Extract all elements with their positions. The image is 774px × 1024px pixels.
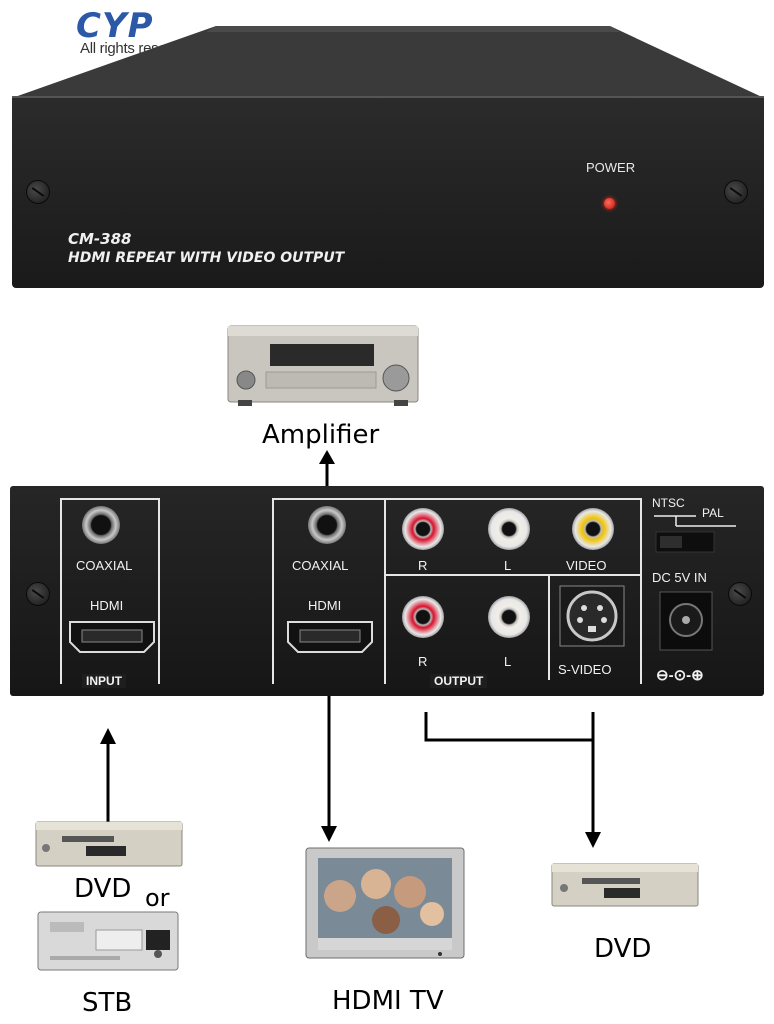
model-description: HDMI REPEAT WITH VIDEO OUTPUT bbox=[68, 250, 345, 266]
screw-icon bbox=[26, 582, 50, 606]
rca-l-top-label: L bbox=[504, 558, 512, 573]
screw-icon bbox=[724, 180, 748, 204]
output-section-label: OUTPUT bbox=[430, 674, 488, 688]
ntsc-label: NTSC bbox=[652, 496, 685, 510]
front-panel: POWER CM-388 HDMI REPEAT WITH VIDEO OUTP… bbox=[12, 98, 764, 288]
output-hdmi-port-icon bbox=[287, 621, 373, 653]
rca-r-bottom-label: R bbox=[418, 654, 428, 669]
input-coaxial-label: COAXIAL bbox=[76, 558, 133, 573]
output-divider bbox=[384, 574, 642, 576]
rca-video-label: VIDEO bbox=[566, 558, 607, 573]
dvd-output-label: DVD bbox=[594, 934, 652, 964]
dvd-output-icon bbox=[551, 863, 699, 907]
input-hdmi-port-icon bbox=[69, 621, 155, 653]
screw-icon bbox=[728, 582, 752, 606]
dvd-player-icon bbox=[35, 821, 183, 867]
output-hdmi-label: HDMI bbox=[308, 598, 342, 613]
front-panel-body bbox=[12, 26, 764, 99]
polarity-icon: ⊖-⊙-⊕ bbox=[656, 667, 704, 684]
dc-power-jack-icon bbox=[659, 591, 713, 651]
hdmi-tv-label: HDMI TV bbox=[332, 986, 444, 1016]
source-or-label: or bbox=[145, 884, 170, 912]
rca-r-top-label: R bbox=[418, 558, 428, 573]
output-coaxial-jack-icon bbox=[308, 506, 346, 544]
power-led-icon bbox=[604, 198, 615, 209]
power-label: POWER bbox=[586, 160, 636, 175]
rca-r-top-jack-icon bbox=[402, 508, 444, 550]
svideo-label: S-VIDEO bbox=[558, 662, 612, 677]
rca-l-bottom-jack-icon bbox=[488, 596, 530, 638]
svideo-divider bbox=[548, 576, 550, 680]
input-hdmi-label: HDMI bbox=[90, 598, 124, 613]
video-standard-switch[interactable] bbox=[646, 508, 746, 558]
model-name: CM-388 bbox=[68, 230, 132, 248]
svideo-port-icon bbox=[559, 585, 625, 647]
amplifier-icon bbox=[227, 325, 419, 406]
rear-panel: COAXIAL HDMI INPUT COAXIAL HDMI R L VIDE… bbox=[10, 486, 764, 696]
output-analog-section bbox=[384, 498, 642, 684]
output-hdmi-section bbox=[272, 498, 386, 684]
rca-r-bottom-jack-icon bbox=[402, 596, 444, 638]
rca-video-jack-icon bbox=[572, 508, 614, 550]
input-section bbox=[60, 498, 160, 684]
output-coaxial-label: COAXIAL bbox=[292, 558, 349, 573]
dc-in-label: DC 5V IN bbox=[652, 570, 707, 585]
source-stb-label: STB bbox=[82, 988, 133, 1018]
input-section-label: INPUT bbox=[82, 674, 126, 688]
input-coaxial-jack-icon bbox=[82, 506, 120, 544]
brand-name: CYP bbox=[76, 6, 154, 46]
screw-icon bbox=[26, 180, 50, 204]
tv-icon bbox=[305, 847, 465, 959]
amplifier-label: Amplifier bbox=[262, 420, 380, 450]
rca-l-top-jack-icon bbox=[488, 508, 530, 550]
pal-label: PAL bbox=[702, 506, 724, 520]
source-dvd-label: DVD bbox=[74, 874, 132, 904]
stb-icon bbox=[37, 911, 179, 971]
rca-l-bottom-label: L bbox=[504, 654, 512, 669]
